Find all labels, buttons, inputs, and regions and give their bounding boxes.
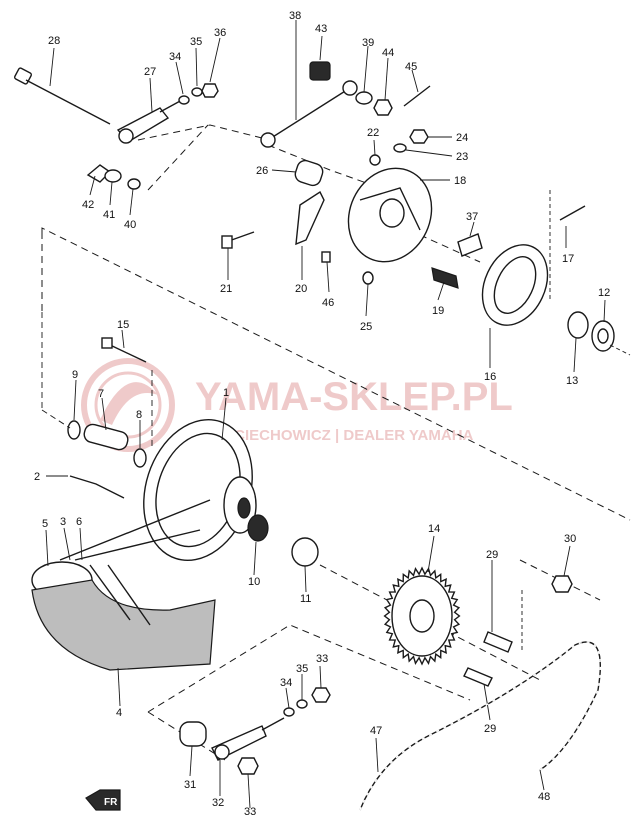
part-label-p17: 17 <box>562 253 574 265</box>
part-number-labels: 28 27 34 35 36 42 41 40 38 43 39 44 45 2… <box>34 10 610 818</box>
nut-washers-top <box>175 37 221 105</box>
part-label-p44: 44 <box>382 47 394 59</box>
assembly-dashed-lines <box>41 124 631 761</box>
part-label-p32: 32 <box>212 797 224 809</box>
part-label-p46: 46 <box>322 297 334 309</box>
part-label-p1: 1 <box>223 387 229 399</box>
part-label-p26: 26 <box>256 165 268 177</box>
part-label-p39: 39 <box>362 37 374 49</box>
rear-hub-1 <box>143 397 257 562</box>
part-label-p18: 18 <box>454 175 466 187</box>
part-label-p6: 6 <box>76 516 82 528</box>
part-label-p15: 15 <box>117 319 129 331</box>
axle-bolt-28 <box>14 47 111 125</box>
watermark: YAMA-SKLEP.PL WOJCIECHOWICZ | DEALER YAM… <box>81 358 513 452</box>
watermark-title: YAMA-SKLEP.PL <box>195 375 513 419</box>
part-label-p34a: 34 <box>169 51 181 63</box>
part-label-p7: 7 <box>98 388 104 400</box>
spacer-26 <box>271 159 324 187</box>
part-label-p47: 47 <box>370 725 382 737</box>
part-label-p33b: 33 <box>244 806 256 815</box>
part-label-p16: 16 <box>484 371 496 383</box>
brake-shoes-16 <box>481 244 549 368</box>
part-label-p5: 5 <box>42 518 48 530</box>
part-label-p2: 2 <box>34 471 40 483</box>
part-label-p35a: 35 <box>190 36 202 48</box>
brake-arm-bolt-set <box>86 164 141 216</box>
collar-31 <box>179 721 207 777</box>
part-label-p48: 48 <box>538 791 550 803</box>
part-label-p29b: 29 <box>484 723 496 735</box>
part-label-p28: 28 <box>48 35 60 47</box>
part-label-p13: 13 <box>566 375 578 387</box>
part-label-p42: 42 <box>82 199 94 211</box>
part-label-p25: 25 <box>360 321 372 333</box>
part-label-p29a: 29 <box>486 549 498 561</box>
part-label-p41: 41 <box>103 209 115 221</box>
chain-clip-29-30 <box>463 545 573 721</box>
washer-nut-pin-set <box>355 45 431 116</box>
part-label-p31: 31 <box>184 779 196 791</box>
part-label-p23: 23 <box>456 151 468 163</box>
part-label-p14: 14 <box>428 523 440 535</box>
part-label-p33a: 33 <box>316 653 328 665</box>
front-direction-marker: FR <box>85 789 121 811</box>
part-label-p45: 45 <box>405 61 417 73</box>
seal-25 <box>362 271 374 317</box>
nut-washers-bottom <box>283 665 331 717</box>
sprocket-14 <box>383 535 461 666</box>
part-label-p20: 20 <box>295 283 307 295</box>
spring-43 <box>309 35 331 81</box>
brake-plate-18 <box>347 167 450 263</box>
part-label-p34b: 34 <box>280 677 292 689</box>
part-label-p10: 10 <box>248 576 260 588</box>
part-label-p36: 36 <box>214 27 226 39</box>
drive-chain-47-48 <box>359 641 601 811</box>
part-label-p9: 9 <box>72 369 78 381</box>
part-label-p38: 38 <box>289 10 301 22</box>
hub-hoop-4 <box>31 499 216 707</box>
chain-adjuster-27 <box>116 77 183 144</box>
shoe-spring-17 <box>549 190 586 300</box>
part-label-p4: 4 <box>116 707 122 719</box>
axle-spacer-15 <box>101 329 147 363</box>
part-label-p40: 40 <box>124 219 136 231</box>
part-label-p3: 3 <box>60 516 66 528</box>
part-label-p11: 11 <box>300 593 311 605</box>
part-label-p21: 21 <box>220 283 232 295</box>
bearings-12-13 <box>567 299 631 373</box>
cam-lever-20 <box>221 190 331 293</box>
part-label-p43: 43 <box>315 23 327 35</box>
part-label-p37: 37 <box>466 211 478 223</box>
part-label-p12: 12 <box>598 287 610 299</box>
part-label-p27: 27 <box>144 66 156 78</box>
front-marker-label: FR <box>104 797 118 808</box>
part-label-p19: 19 <box>432 305 444 317</box>
part-label-p24: 24 <box>456 132 468 144</box>
cam-nut-washer <box>369 129 453 166</box>
part-label-p22: 22 <box>367 127 379 139</box>
bolt-2 <box>46 475 125 499</box>
tension-bar-38 <box>260 20 358 148</box>
part-label-p8: 8 <box>136 409 142 421</box>
adjuster-32-33 <box>211 717 285 809</box>
part-label-p30: 30 <box>564 533 576 545</box>
collar-7-8-9 <box>41 312 153 468</box>
seal-spacer-10-11 <box>247 514 319 593</box>
part-label-p35b: 35 <box>296 663 308 675</box>
watermark-subtitle: WOJCIECHOWICZ | DEALER YAMAHA <box>200 427 474 444</box>
cam-shaft-37-19 <box>431 221 483 301</box>
